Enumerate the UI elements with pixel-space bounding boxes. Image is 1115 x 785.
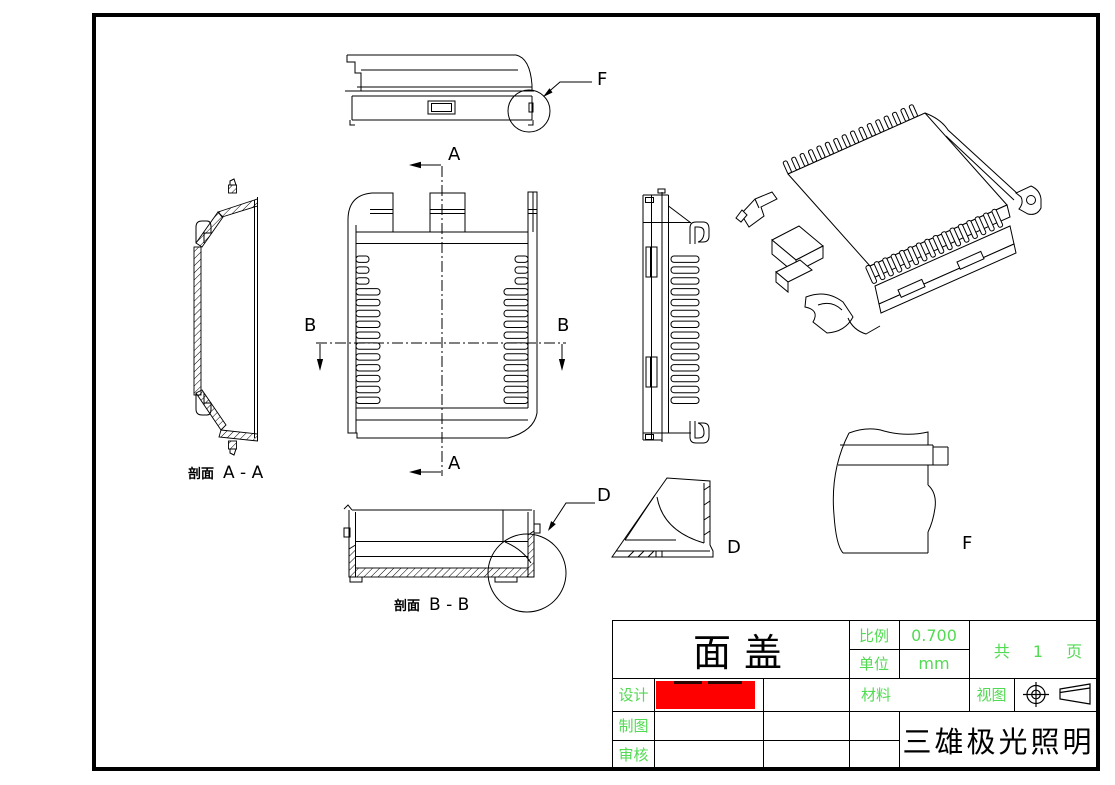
section-a-label-top: A	[448, 144, 461, 165]
section-b-label-left: B	[304, 315, 317, 336]
side-view	[642, 188, 710, 444]
section-a-label-bottom: A	[448, 453, 461, 474]
front-view	[316, 161, 566, 476]
leader-arrowhead	[548, 521, 556, 531]
page-count: 共 1 页	[993, 641, 1092, 661]
leader-arrowhead	[543, 88, 553, 97]
section-a-arrows	[409, 161, 441, 476]
designer-label: 设计	[618, 686, 649, 704]
scale-value: 0.700	[911, 625, 957, 645]
reviewer-label: 审核	[618, 745, 649, 764]
section-b-label-right: B	[557, 315, 570, 336]
first-angle-projection-icon	[1023, 682, 1049, 707]
isometric-view	[735, 103, 1042, 335]
truncated-cone-view-icon	[1059, 683, 1091, 705]
designer-name-redaction	[656, 681, 755, 709]
detail-f-circle	[507, 89, 551, 133]
section-caption-prefix: 剖面	[394, 599, 421, 614]
scale-label: 比例	[858, 626, 889, 645]
detail-d-view	[611, 477, 714, 558]
section-b-arrows	[316, 344, 566, 371]
draftsman-label: 制图	[618, 717, 649, 735]
section-caption-prefix: 剖面	[188, 467, 215, 482]
view-label: 视图	[976, 686, 1007, 704]
section-bb-view	[343, 502, 595, 613]
top-view	[345, 54, 592, 133]
detail-d-leader	[548, 502, 595, 530]
projection-symbols	[1014, 678, 1098, 711]
detail-d-view-label: D	[727, 537, 741, 558]
material-label: 材料	[861, 686, 892, 704]
unit-value: mm	[918, 654, 950, 673]
detail-f-view	[832, 428, 949, 554]
part-name: 面盖	[692, 631, 795, 675]
material-value	[899, 678, 969, 711]
detail-d-circle	[487, 533, 567, 613]
company-name: 三雄极光照明	[902, 724, 1095, 759]
detail-f-callout-label: F	[597, 69, 608, 90]
title-block: 面盖 比例 0.700 单位 mm 共 1 页 设计 材料 视图 制图 审核 三…	[612, 620, 1099, 771]
section-aa-view	[193, 178, 258, 456]
detail-d-callout-label: D	[597, 485, 611, 506]
detail-f-view-label: F	[962, 533, 973, 554]
sheet-border-frame	[92, 13, 1100, 771]
detail-f-leader	[544, 81, 592, 96]
unit-label: 单位	[858, 655, 889, 673]
